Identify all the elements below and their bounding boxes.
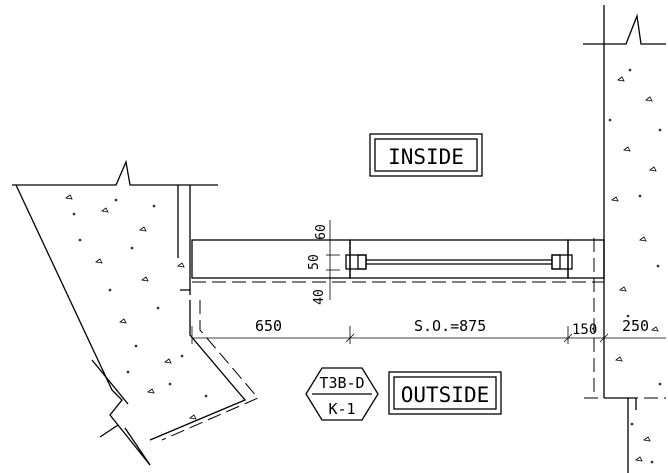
depth-dimensions: 60 50 40 bbox=[307, 220, 340, 305]
right-wall-concrete-speckles bbox=[608, 68, 662, 464]
hatched-sill-right bbox=[567, 239, 605, 279]
tag-top: T3B-D bbox=[319, 374, 364, 392]
outside-label: OUTSIDE bbox=[388, 371, 502, 415]
hatched-sill-left bbox=[191, 239, 351, 279]
inside-label: INSIDE bbox=[369, 133, 483, 177]
dim-150: 150 bbox=[572, 322, 597, 338]
left-wall-concrete-speckles bbox=[65, 194, 208, 420]
left-wall bbox=[12, 159, 259, 466]
svg-text:INSIDE: INSIDE bbox=[388, 145, 464, 169]
window-opening-section bbox=[191, 239, 605, 283]
tag-bottom: K-1 bbox=[328, 400, 355, 418]
dim-50: 50 bbox=[307, 254, 322, 270]
dim-60: 60 bbox=[314, 224, 329, 240]
dim-40: 40 bbox=[312, 289, 327, 305]
right-wall bbox=[583, 5, 666, 473]
dim-650: 650 bbox=[255, 317, 282, 335]
horizontal-dimensions: 650 S.O.=875 150 250 bbox=[191, 317, 666, 344]
dim-opening: S.O.=875 bbox=[414, 317, 486, 335]
svg-text:OUTSIDE: OUTSIDE bbox=[401, 383, 490, 407]
window-type-tag: T3B-D K-1 bbox=[305, 367, 379, 421]
dim-250: 250 bbox=[622, 317, 649, 335]
